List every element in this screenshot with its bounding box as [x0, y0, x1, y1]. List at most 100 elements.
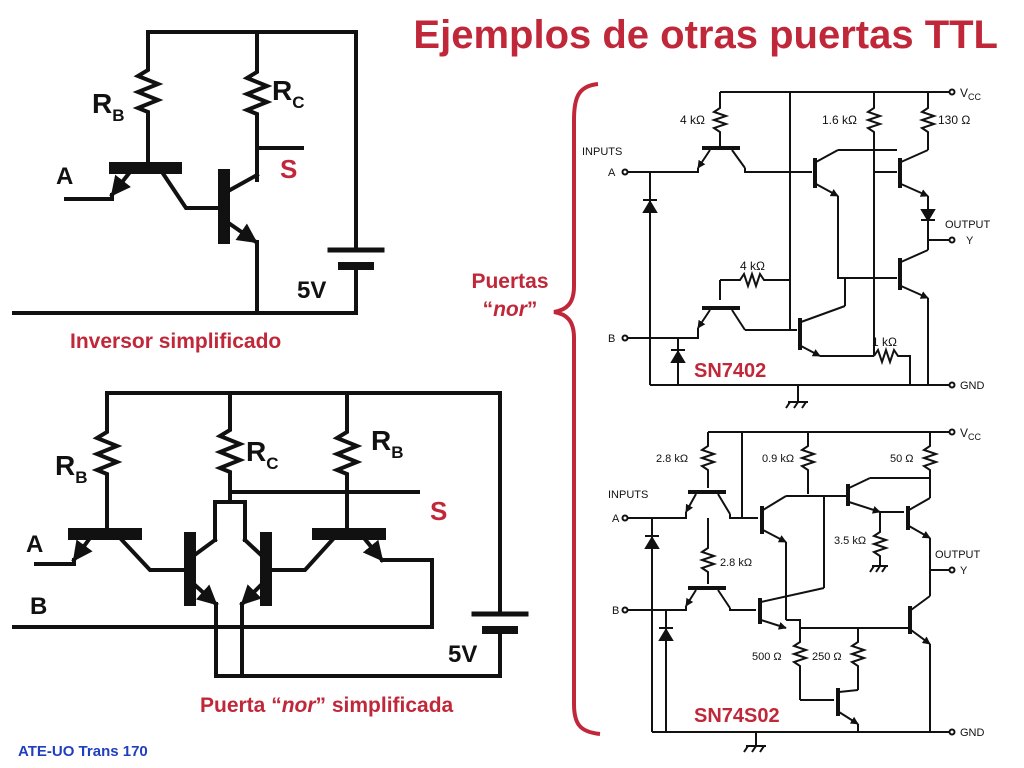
sn74s02-sq-collector	[838, 689, 859, 693]
sn74s02-gnd-label: GND	[960, 727, 985, 739]
nor-ground-rail	[240, 630, 502, 678]
inverter-schematic	[12, 30, 385, 315]
sn74s02-diode-a	[644, 536, 660, 549]
sn7402-ou-collector	[900, 149, 929, 163]
brace-label-line2: “nor”	[483, 298, 538, 321]
sn74s02-r5-label: 2.8 kΩ	[720, 557, 752, 569]
inverter-rc-label: RC	[272, 75, 305, 112]
sn7402-input-b-collector	[731, 309, 746, 331]
sn74s02-ps1-emitter	[762, 529, 787, 543]
inverter-top-rail	[146, 30, 358, 250]
sn74s02-resistor-250	[848, 628, 868, 690]
sn74s02-r4-label: 3.5 kΩ	[834, 535, 866, 547]
nor-top-rail	[105, 391, 502, 616]
sn7402-input-a-to-phase	[744, 168, 812, 173]
nor-output-right-collector	[242, 537, 263, 557]
nor-rc-label: RC	[246, 436, 279, 473]
inverter-input-a-wire	[64, 193, 114, 201]
curly-brace	[553, 82, 601, 736]
sn74s02-ps2-collector	[760, 587, 825, 603]
sn74s02-output-y-label: Y	[960, 565, 968, 577]
sn7402-gnd-terminal	[948, 381, 956, 389]
sn7402-input-a-collector	[731, 149, 746, 169]
nor-input-a-label: A	[26, 531, 43, 558]
inverter-caption: Inversor simplificado	[70, 330, 281, 353]
sn74s02-input-b-terminal	[621, 606, 629, 614]
sn74s02-3k5-hatch-1	[869, 565, 875, 573]
sn7402-ps1-collector	[815, 149, 839, 163]
nor-rc-resistor	[214, 422, 246, 504]
sn74s02-ps1-collector	[762, 495, 787, 511]
nor-collector-split	[213, 500, 247, 542]
inverter-ground-rail	[12, 270, 358, 315]
sn74s02-r3-label: 50 Ω	[890, 453, 914, 465]
sn74s02-inputs-label: INPUTS	[608, 489, 648, 501]
sn74s02-sq-emitter	[838, 711, 859, 725]
nor-rb-right-resistor	[331, 422, 363, 532]
sn74s02-gnd-hatch-3	[759, 745, 765, 753]
sn7402-input-b-wire	[625, 328, 699, 339]
sn7402-gnd-hatch-2	[793, 401, 799, 409]
sn7402-r2-label: 1.6 kΩ	[822, 113, 857, 127]
sn7402-inputs-label: INPUTS	[582, 146, 622, 158]
sn7402-input-a-wire	[625, 168, 699, 173]
sn7402-ou-emitter	[900, 183, 929, 197]
sn7402-input-a-emitter	[697, 149, 711, 169]
sn7402-resistor-130	[918, 92, 938, 150]
nor-input-a-collector	[117, 535, 184, 572]
sn74s02-input-b-to-phase	[729, 608, 756, 611]
sn74s02-emitter-node	[786, 619, 910, 629]
nor-output-right-emitter	[239, 583, 263, 607]
sn7402-input-a-label: A	[608, 167, 616, 179]
sn74s02-input-a-collector	[717, 493, 731, 515]
inverter-supply-label: 5V	[297, 277, 326, 304]
sn7402-r4-label: 4 kΩ	[740, 259, 765, 273]
sn7402-ps1-emitter	[815, 183, 839, 197]
brace-label-line1: Puertas	[471, 270, 548, 293]
inverter-output-collector	[227, 172, 260, 193]
sn74s02-output-label: OUTPUT	[935, 549, 981, 561]
nor-output-s-label: S	[430, 496, 447, 526]
sn7402-input-a-terminal	[621, 168, 629, 176]
nor-gate-schematic	[12, 391, 529, 678]
sn7402-r3-label: 130 Ω	[938, 113, 970, 127]
sn74s02-ol-emitter	[910, 629, 931, 645]
sn74s02-resistor-500	[790, 628, 810, 700]
sn7402-r5-label: 1 kΩ	[872, 335, 897, 349]
sn74s02-r1-label: 2.8 kΩ	[656, 453, 688, 465]
nor-input-b-emitter	[361, 535, 385, 563]
sn74s02-input-b-collector	[717, 589, 731, 609]
nor-input-a-wire	[34, 558, 76, 566]
sn74s02-3k5-resistor	[870, 512, 890, 566]
nor-output-left-collector	[193, 537, 218, 557]
sn74s02-input-a-to-phase	[729, 514, 758, 519]
nor-input-b-label: B	[30, 593, 47, 620]
sn7402-input-b-label: B	[608, 333, 615, 345]
sn74s02-ou1-collector	[848, 477, 871, 489]
sn74s02-gnd-terminal	[948, 728, 956, 736]
sn7402-vcc-terminal	[948, 88, 956, 96]
inverter-output-emitter	[227, 221, 259, 245]
sn74s02-r6-label: 500 Ω	[752, 651, 782, 663]
sn7402-resistor-4k-top	[710, 92, 730, 146]
sn7402-output-label: OUTPUT	[945, 219, 991, 231]
sn74s02-input-b-emitter	[685, 589, 697, 607]
sn74s02-gnd-hatch-2	[751, 745, 757, 753]
sn74s02-resistor-2k8-lower	[698, 540, 718, 584]
sn74s02-schematic	[621, 428, 956, 753]
inverter-input-emitter	[109, 169, 133, 198]
inverter-rb-resistor	[132, 52, 164, 165]
sn7402-gnd-label: GND	[960, 380, 985, 392]
sn7402-input-b-emitter	[697, 309, 711, 329]
sn74s02-resistor-50	[920, 432, 940, 498]
inverter-rc-resistor	[241, 60, 273, 182]
sn7402-ps2-collector	[800, 305, 846, 323]
sn7402-ps1-emitter-wire	[837, 196, 845, 279]
inverter-output-s-label: S	[280, 154, 297, 184]
sn74s02-output-terminal	[948, 566, 956, 574]
nor-rb-left-label: RB	[55, 450, 88, 487]
slide-footer: ATE-UO Trans 170	[18, 743, 148, 760]
sn74s02-vcc-terminal	[948, 428, 956, 436]
sn7402-base-feed	[873, 150, 897, 173]
sn7402-gnd-hatch-3	[801, 401, 807, 409]
